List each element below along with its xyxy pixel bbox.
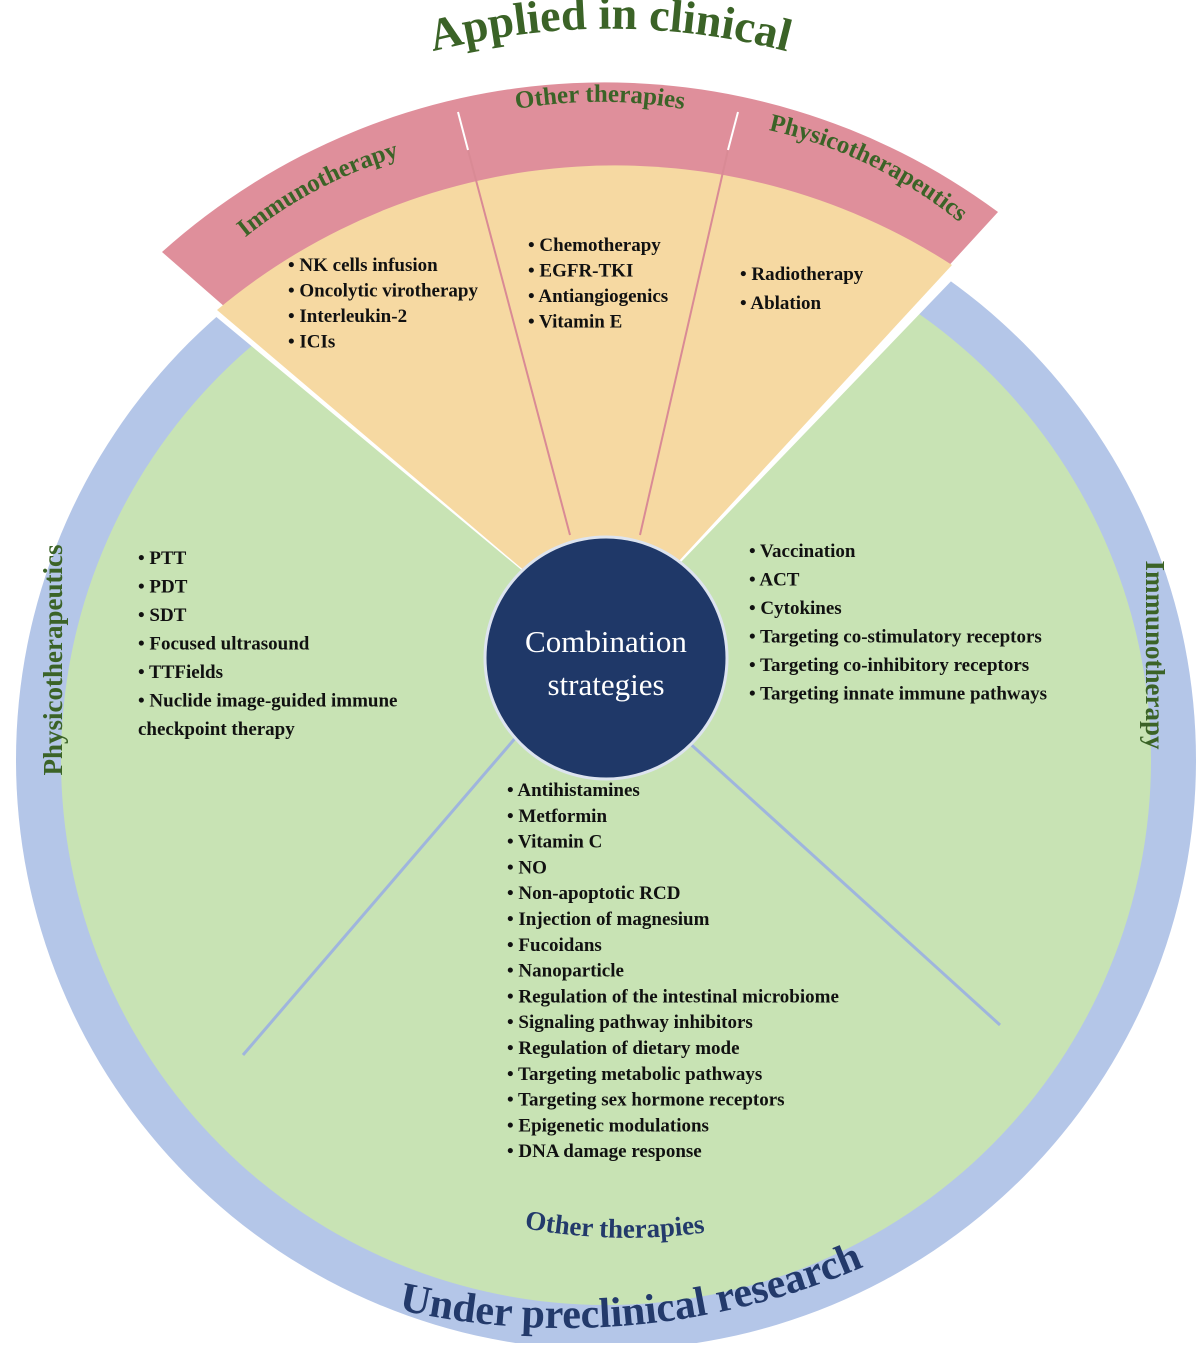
list-item: • Injection of magnesium (507, 909, 710, 930)
list-item: • Oncolytic virotherapy (288, 281, 478, 302)
divider-right (662, 718, 1002, 1027)
list-item: • Vaccination (749, 541, 856, 562)
list-item: • Radiotherapy (740, 264, 864, 285)
list-item: • EGFR-TKI (528, 261, 633, 282)
list-item: • Regulation of dietary mode (507, 1038, 740, 1059)
list-item: • Metformin (507, 806, 607, 827)
list-item: • Targeting innate immune pathways (749, 684, 1047, 705)
list-item: • Ablation (740, 293, 822, 314)
list-item: • Chemotherapy (528, 235, 661, 256)
list-item: • PDT (138, 577, 188, 598)
list-item: • TTFields (138, 662, 223, 683)
clinical-divider-right-band (727, 111, 739, 151)
list-item: • Targeting co-inhibitory receptors (749, 655, 1029, 676)
clinical-divider-left-band (457, 111, 469, 151)
center-circle (483, 535, 729, 781)
preclinical-immunotherapy-list: • Vaccination • ACT • Cytokines • Targeting… (749, 541, 1047, 705)
title-top-path: Applied in clinical (423, 0, 797, 61)
list-item: • Signaling pathway inhibitors (507, 1012, 753, 1033)
preclinical-physico-list: • PTT • PDT • SDT • Focused ultrasound • TTF… (138, 548, 397, 740)
list-item: • ICIs (288, 332, 335, 353)
divider-left (241, 699, 550, 1056)
list-item: • Antihistamines (507, 780, 640, 801)
clinical-fill (217, 165, 952, 640)
preclinical-other-list: • Antihistamines • Metformin • Vitamin C • … (507, 780, 839, 1162)
list-item: • PTT (138, 548, 187, 569)
list-item: • Targeting metabolic pathways (507, 1064, 762, 1085)
list-item: • Epigenetic modulations (507, 1115, 709, 1136)
list-item: • Interleukin-2 (288, 306, 407, 327)
list-item: • NO (507, 857, 547, 878)
list-item: • Focused ultrasound (138, 634, 310, 655)
list-item: • Nuclide image-guided immune (138, 691, 397, 712)
list-item: • ACT (749, 570, 800, 591)
list-item: • Regulation of the intestinal microbiom… (507, 986, 839, 1007)
side-label-physicotherapeutics: Physicotherapeutics (38, 545, 68, 776)
list-item: • Non-apoptotic RCD (507, 883, 680, 904)
list-item: • Cytokines (749, 598, 842, 619)
list-item: • Fucoidans (507, 935, 602, 956)
center-line2: strategies (547, 667, 664, 702)
title-applied-in-clinical: Applied in clinical (423, 0, 797, 61)
list-item: • DNA damage response (507, 1141, 702, 1162)
center-line1: Combination (525, 624, 687, 659)
list-item: • SDT (138, 605, 187, 626)
list-item: • Nanoparticle (507, 961, 624, 982)
list-item: • Vitamin C (507, 832, 602, 853)
list-item: • NK cells infusion (288, 255, 438, 276)
clinical-divider-right (639, 149, 729, 536)
list-item: • Vitamin E (528, 312, 622, 333)
clinical-other-list: • Chemotherapy • EGFR-TKI • Antiangiogenic… (528, 235, 668, 333)
side-label-immunotherapy: Immunotherapy (1140, 560, 1170, 750)
clinical-immunotherapy-list: • NK cells infusion • Oncolytic virothera… (288, 255, 478, 353)
clinical-divider-left (467, 149, 571, 536)
clinical-physico-list: • Radiotherapy • Ablation (740, 264, 864, 314)
list-item: • Antiangiogenics (528, 286, 668, 307)
list-item: checkpoint therapy (138, 719, 295, 740)
list-item: • Targeting sex hormone receptors (507, 1090, 785, 1111)
list-item: • Targeting co-stimulatory receptors (749, 627, 1042, 648)
